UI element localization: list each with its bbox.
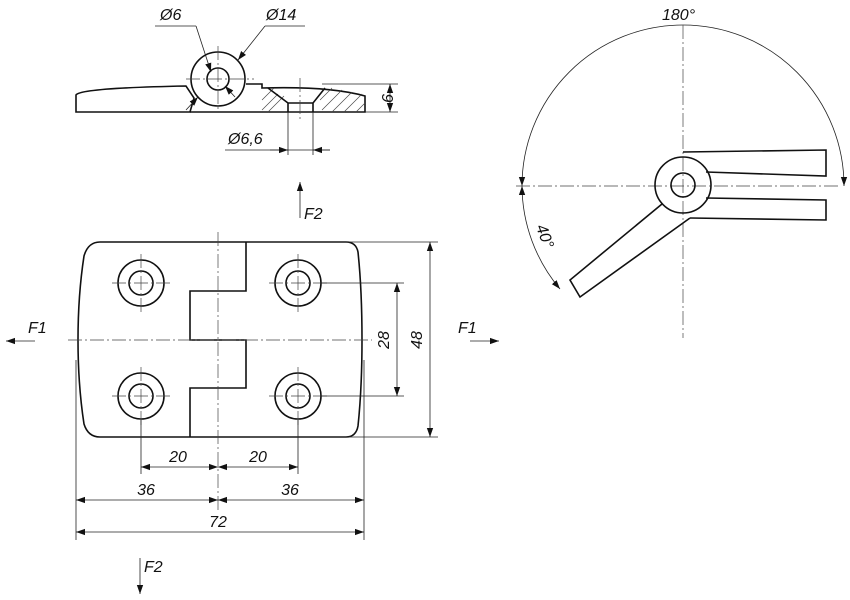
tilted-leaf	[568, 203, 691, 299]
force-arrows: F2 F1 F1 F2	[6, 182, 499, 594]
left-half-label: 36	[137, 482, 155, 499]
force-1-left-label: F1	[28, 320, 47, 337]
upper-leaf	[682, 149, 827, 177]
countersink-hole	[267, 87, 326, 112]
mounting-hole-bottom-left	[112, 367, 170, 425]
left-offset-label: 20	[168, 449, 187, 466]
hole-diameter-label: Ø6,6	[227, 131, 263, 148]
right-half-label: 36	[281, 482, 299, 499]
section-hatching	[261, 87, 366, 113]
mounting-hole-top-left	[112, 254, 170, 312]
rotation-range-view: 180° 40°	[516, 7, 848, 338]
lower-leaf	[689, 197, 827, 221]
right-leaf-profile	[190, 83, 366, 113]
pin-diameter-label: Ø6	[159, 7, 181, 24]
hole-spacing-label: 28	[376, 331, 393, 350]
force-2-bottom-label: F2	[144, 559, 163, 576]
swing-angle-label: 180°	[662, 7, 696, 24]
tilt-angle-label: 40°	[532, 222, 556, 251]
knuckle-diameter-label: Ø14	[265, 7, 296, 24]
thickness-label: 9	[378, 94, 395, 103]
force-2-top-label: F2	[304, 206, 323, 223]
left-leaf-profile	[75, 85, 195, 113]
right-offset-label: 20	[248, 449, 267, 466]
rotation-knuckle-outer	[654, 156, 712, 214]
plate-height-label: 48	[409, 331, 426, 349]
mounting-hole-bottom-right	[269, 367, 327, 425]
mounting-hole-top-right	[269, 254, 327, 312]
tilt-arc-40	[518, 185, 561, 290]
overall-width-label: 72	[209, 514, 227, 531]
side-section-view: Ø6 Ø14 9 Ø6,6	[75, 7, 398, 155]
force-1-right-label: F1	[458, 320, 477, 337]
front-plate-view: 28 48 20 20 36 36 72	[68, 232, 438, 540]
rotation-knuckle-pin	[670, 172, 696, 198]
